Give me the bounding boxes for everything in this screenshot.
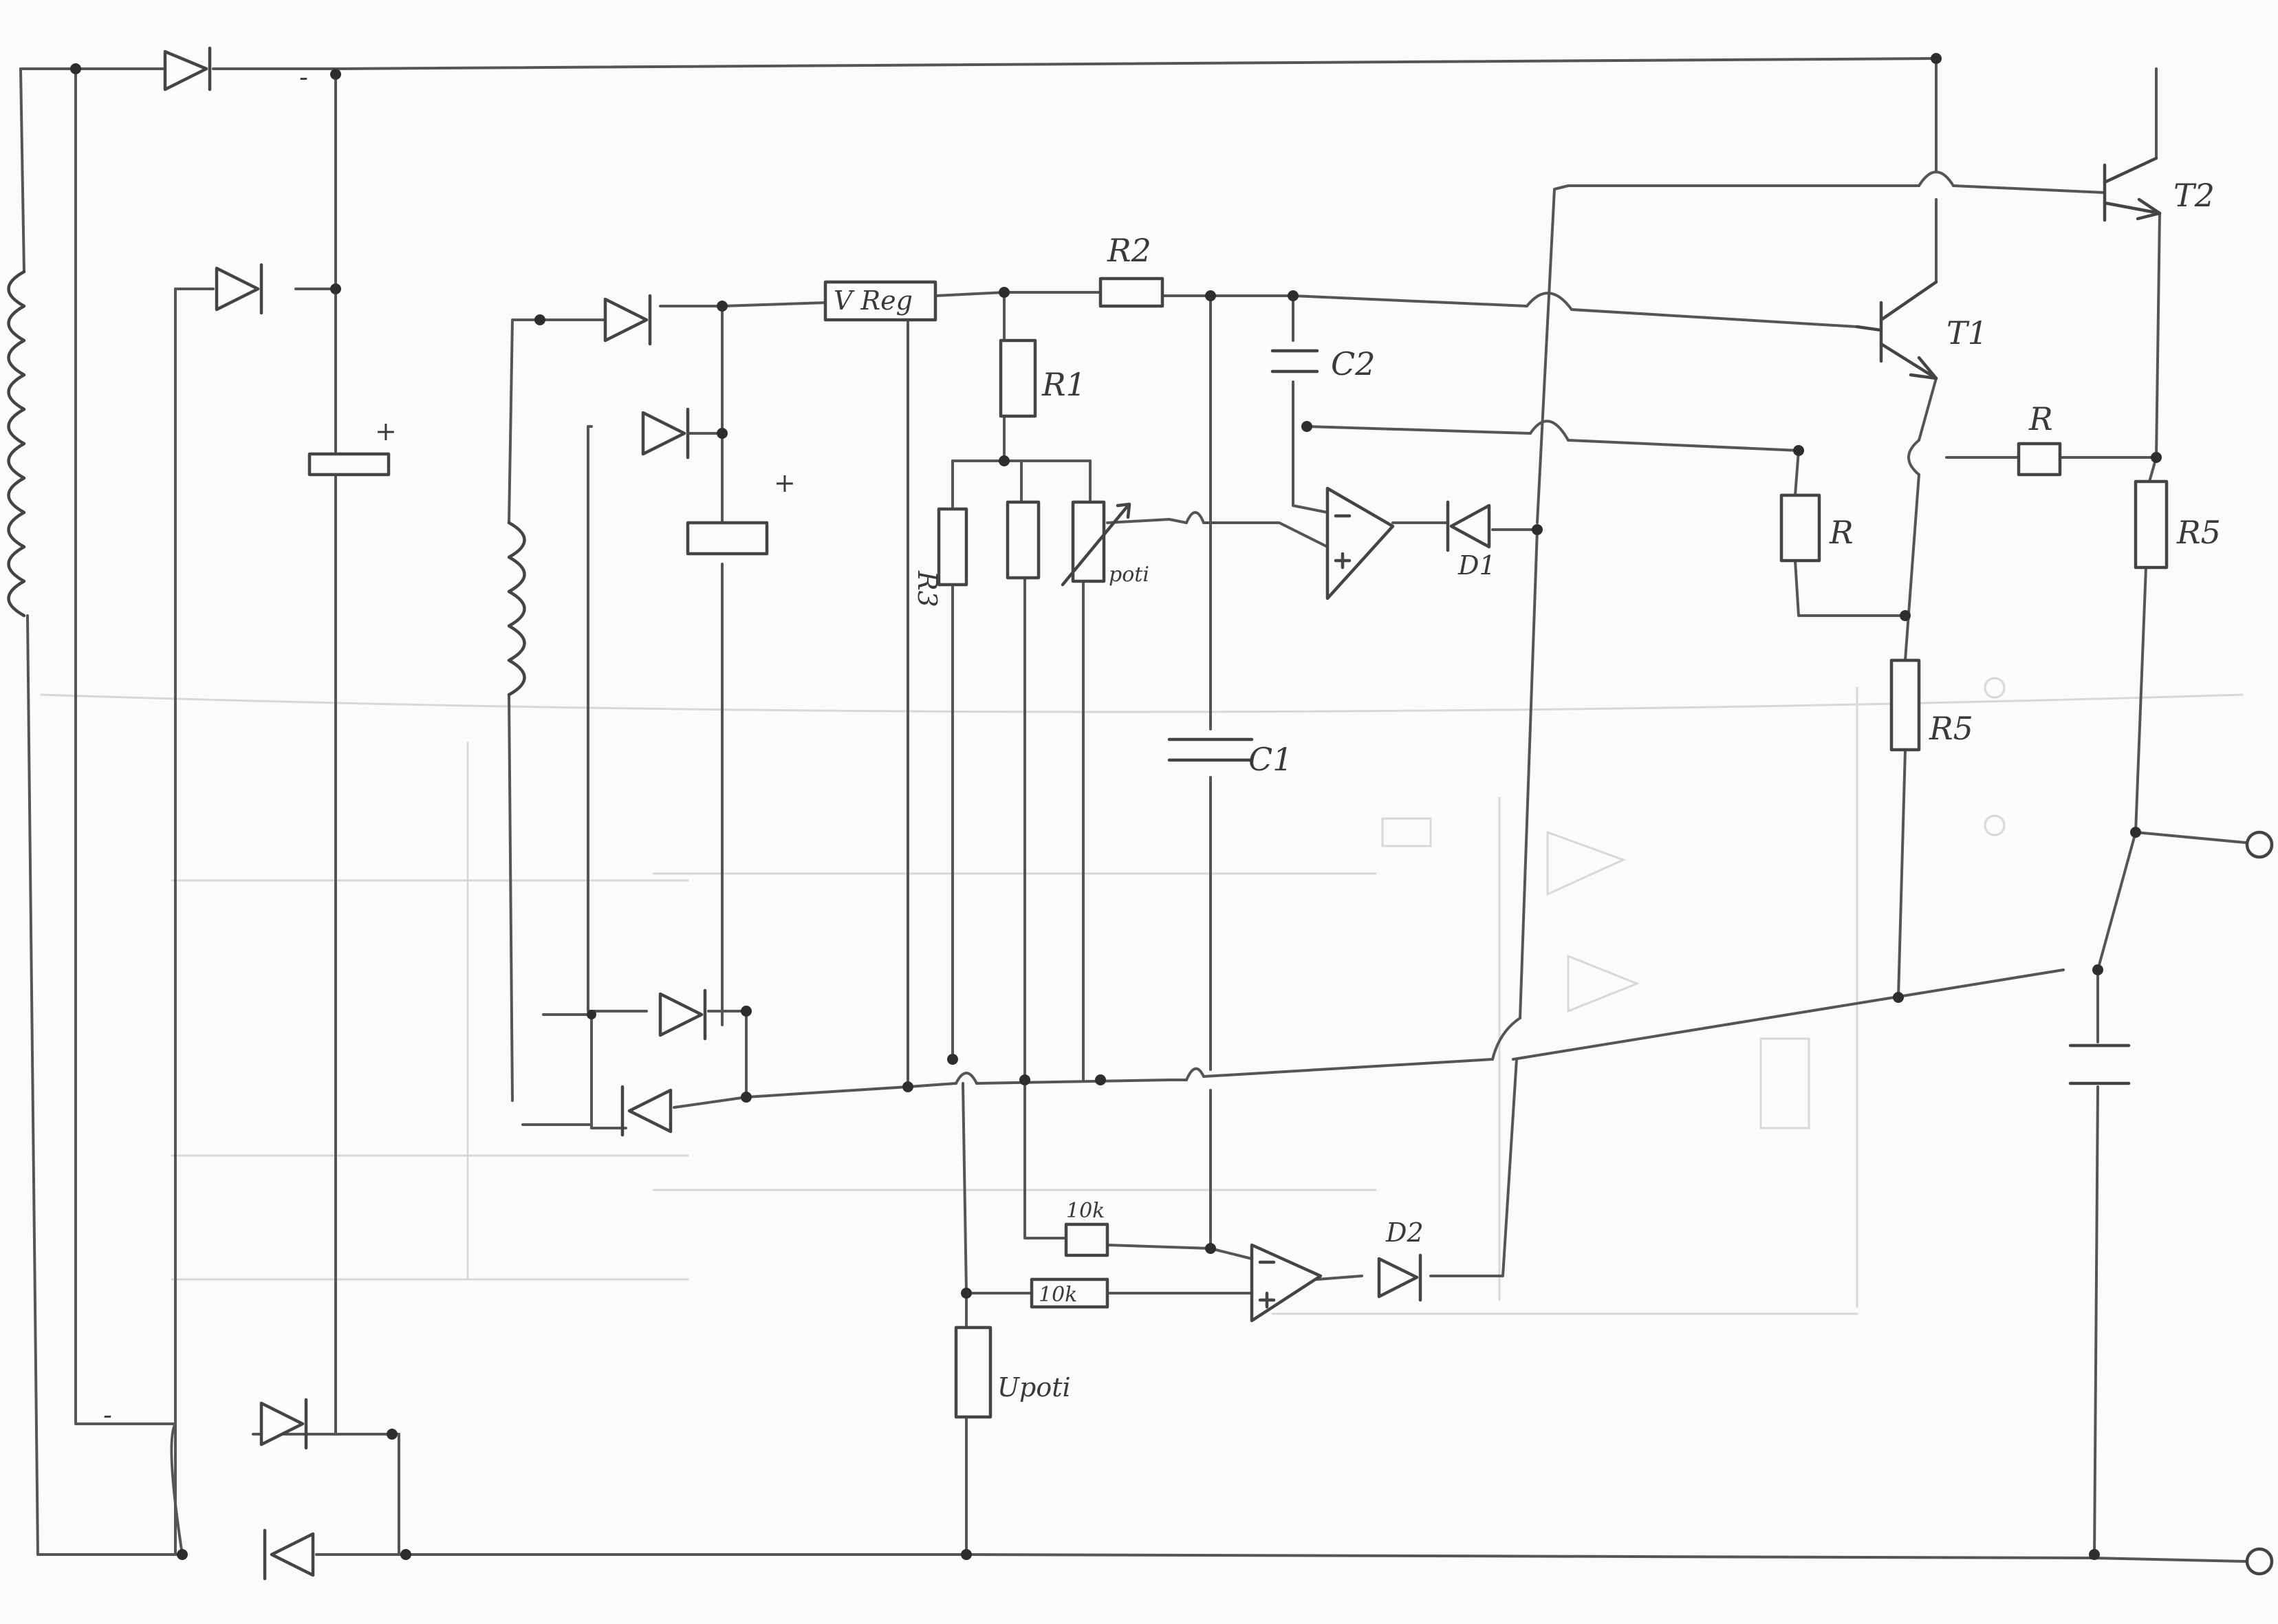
plus-sign-cap2: + (774, 468, 796, 498)
wiring (19, 57, 2247, 1563)
capacitor-c2 (1270, 349, 1319, 373)
resistor-r2 (1098, 277, 1164, 308)
label-d2: D2 (1385, 1217, 1424, 1248)
diode-d1 (1446, 500, 1491, 552)
resistor-r1 (999, 338, 1037, 418)
label-10k-bottom: 10k (1039, 1283, 1077, 1307)
resistor-r-upper (2017, 442, 2062, 477)
electrolytic-cap-2 (686, 521, 769, 556)
diode-rect1-bottom1 (259, 1398, 308, 1450)
junction-dots (70, 53, 2162, 1560)
show-through-ghost-drawing (40, 677, 2244, 1315)
plus-sign-cap1: + (375, 416, 397, 446)
diode-rect1-second (215, 263, 263, 315)
label-poti-top: poti (1109, 563, 1149, 587)
label-c2: C2 (1331, 345, 1375, 382)
transformer-2 (507, 521, 526, 697)
label-r5-right: R5 (2176, 514, 2221, 551)
label-r3: R3 (912, 570, 942, 607)
output-terminal-negative[interactable] (2245, 1547, 2274, 1576)
label-r-upper: R (2028, 400, 2053, 437)
diode-rect2-second (641, 407, 690, 459)
potentiometer-arrow (1061, 502, 1131, 587)
minus-sign-rect1-bottom: - (103, 1400, 112, 1430)
label-r1: R1 (1041, 366, 1086, 403)
opamps (1250, 486, 1395, 1323)
label-r2: R2 (1107, 232, 1151, 269)
label-t2: T2 (2173, 177, 2215, 214)
potentiometer-upoti (954, 1325, 992, 1419)
resistor-r-mid (1779, 493, 1821, 563)
electrolytic-cap-1 (307, 452, 391, 477)
diode-rect2-bottom2 (620, 1085, 673, 1137)
label-r5-mid: R5 (1929, 710, 1973, 747)
output-terminals (2245, 830, 2274, 1576)
diode-rect1-bottom2 (263, 1528, 315, 1581)
label-t1: T1 (1946, 314, 1988, 351)
electrolytic-capacitors (307, 452, 769, 556)
opamp-2 (1250, 1243, 1323, 1323)
wire-crossovers (170, 171, 1955, 1556)
label-upoti: Upoti (997, 1372, 1071, 1403)
output-capacitor (2068, 1043, 2131, 1085)
label-r-mid: R (1829, 514, 1854, 551)
capacitor-c1 (1167, 737, 1254, 762)
diode-d2 (1377, 1253, 1422, 1302)
resistors (823, 277, 2169, 1419)
diodes (163, 46, 1491, 1581)
resistor-10k-top (1064, 1222, 1109, 1257)
resistor-10k-bottom (1030, 1277, 1109, 1309)
resistor-r5-mid (1889, 658, 1921, 752)
diode-rect1-top (163, 46, 212, 91)
diode-rect2-bottom1 (658, 988, 707, 1041)
capacitors (1167, 349, 2131, 1085)
resistor-r3 (937, 507, 968, 587)
transistors (1855, 156, 2162, 380)
opamp-1 (1325, 486, 1395, 600)
polarity-marks: + + - - (103, 62, 796, 1430)
transistor-t2 (2103, 156, 2162, 222)
voltage-regulator (823, 280, 937, 322)
label-c1: C1 (1248, 741, 1292, 778)
label-vreg: V Reg (834, 285, 913, 316)
output-terminal-positive[interactable] (2245, 830, 2274, 859)
transistor-t1 (1855, 280, 1938, 380)
resistor-r5-right (2134, 479, 2169, 570)
diode-rect2-top (603, 294, 652, 346)
transformer-1 (7, 270, 26, 618)
component-labels: V Reg R2 R1 R3 poti C2 C1 D1 D2 T1 T2 R … (834, 177, 2221, 1403)
label-10k-top: 10k (1066, 1199, 1105, 1223)
label-d1: D1 (1457, 550, 1496, 581)
minus-sign-rect1: - (299, 62, 308, 92)
resistor-middle (1006, 500, 1041, 580)
